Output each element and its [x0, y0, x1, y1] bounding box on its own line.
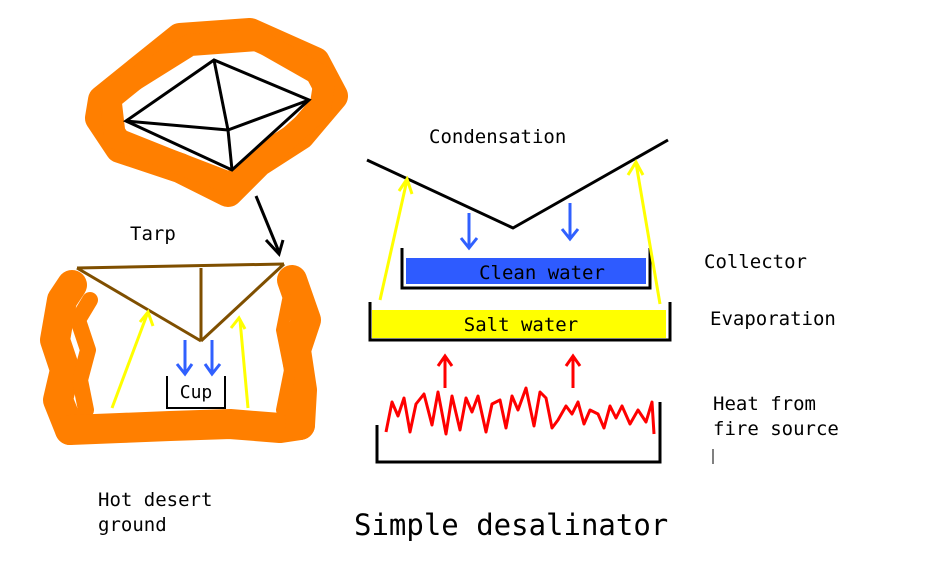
heat-label-line1: Heat from	[713, 393, 816, 415]
heat-label-line2: fire source	[713, 418, 839, 440]
ground-pit	[40, 265, 321, 445]
left-drip-arrows	[175, 340, 222, 377]
tarp-label: Tarp	[130, 223, 176, 245]
hot-desert-ground-label-line1: Hot desert	[98, 489, 212, 511]
pit-floor	[55, 409, 315, 445]
right-evaporation-arrows	[378, 158, 662, 305]
left-evaporation-arrows	[110, 308, 250, 409]
tarp	[76, 262, 286, 343]
clean-water-label: Clean water	[479, 262, 605, 284]
evaporation-arrow-icon	[229, 315, 250, 409]
condensation-surface	[366, 138, 669, 230]
cup	[166, 376, 226, 409]
evaporation-arrow-icon	[110, 308, 155, 409]
pyramid-top-view	[85, 18, 348, 207]
hot-desert-ground-label-line2: ground	[98, 514, 167, 536]
evaporation-label: Evaporation	[710, 308, 836, 330]
heat-arrow-icon	[564, 353, 582, 388]
ground-ring-top-roughen	[99, 29, 336, 196]
drip-arrow-icon	[175, 340, 194, 377]
pit-wall-left	[40, 270, 87, 445]
drip-arrow-icon	[560, 203, 580, 242]
clean-water-collector	[400, 248, 652, 290]
fire-flames-icon	[384, 386, 656, 436]
arrow-down-icon	[254, 195, 285, 257]
condensation-label: Condensation	[429, 126, 566, 148]
drip-arrow-icon	[459, 213, 479, 251]
heat-arrow-icon	[436, 353, 454, 388]
evaporation-arrow-icon	[378, 175, 414, 301]
cup-label: Cup	[180, 382, 213, 403]
pit-wall-right	[277, 265, 321, 440]
drip-arrow-icon	[203, 340, 222, 377]
salt-water-pan	[368, 302, 672, 342]
condensation-drip-arrows	[459, 203, 580, 251]
pit-wall-right-2	[276, 294, 296, 416]
salt-water-label: Salt water	[464, 314, 578, 336]
pit-wall-left-2	[70, 292, 98, 418]
fire-tray	[375, 402, 662, 464]
evaporation-arrow-icon	[626, 158, 662, 305]
heat-arrows	[436, 353, 582, 388]
diagram-title: Simple desalinator	[354, 508, 668, 542]
collector-label: Collector	[704, 251, 807, 273]
pyramid-icon	[122, 58, 312, 172]
